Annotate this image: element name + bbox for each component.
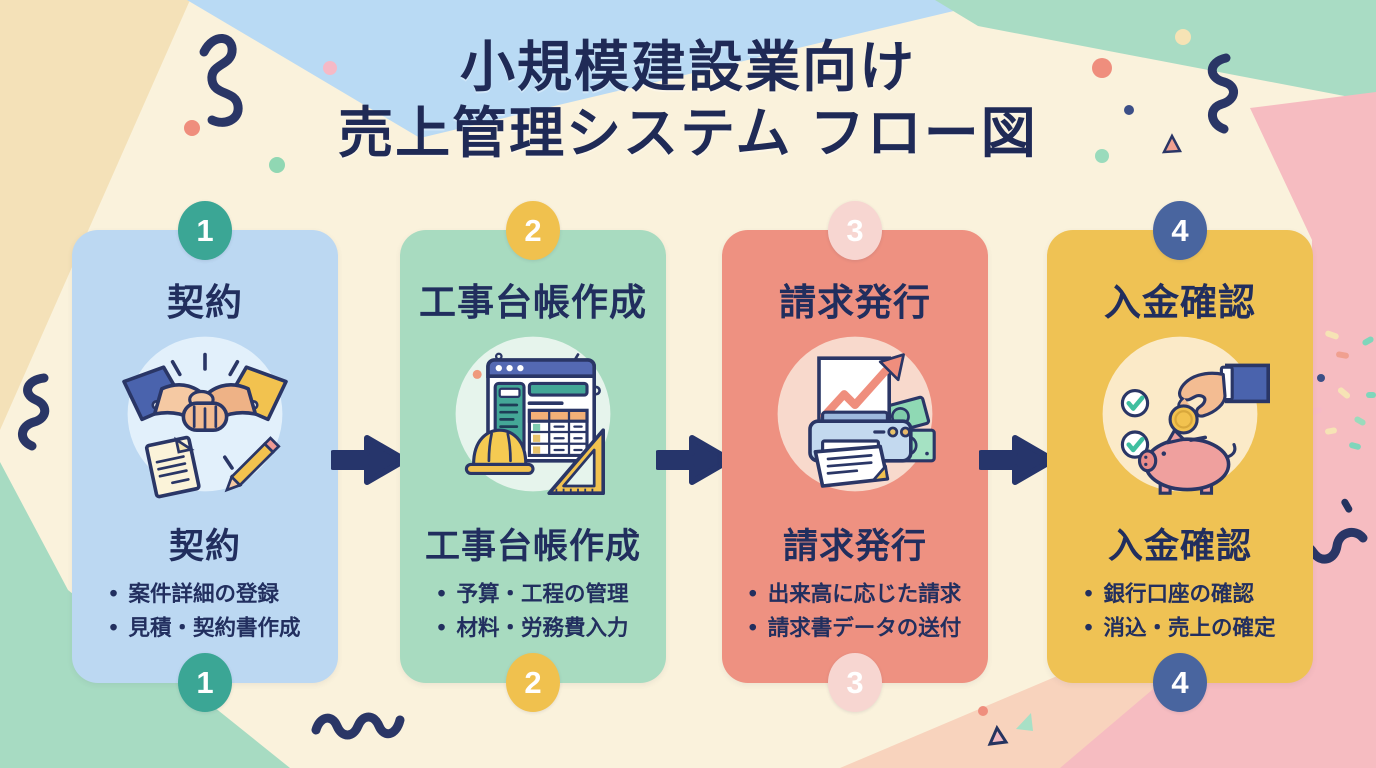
squiggle-top-left [199,34,243,127]
step-bullets: 案件詳細の登録 見積・契約書作成 [109,577,301,645]
confetti-dots [184,29,1325,716]
step-heading: 工事台帳作成 [424,527,641,566]
page-title-line2: 売上管理システム フロー図 [338,102,1038,164]
step-number-badge: 3 [828,201,882,260]
bullet-item: 案件詳細の登録 [109,577,300,611]
step-number-badge: 3 [828,653,882,712]
step-heading: 入金確認 [1107,527,1252,566]
squiggle-top-right [1207,53,1238,134]
bg-mint-top-right [935,0,1376,102]
step-bullets: 出来高に応じた請求 請求書データの送付 [749,577,962,645]
confetti-triangles [987,133,1183,746]
step-title: 契約 [167,282,243,323]
flow-arrow-icon [979,435,1056,485]
step-number: 1 [196,212,214,248]
page-title: 小規模建設業向け 売上管理システム フロー図 [0,34,1376,166]
step-number-badge: 4 [1153,653,1207,712]
step-heading: 契約 [168,527,241,566]
squiggle-left [18,373,50,451]
step-number-badge: 2 [506,201,560,260]
bullet-item: 予算・工程の管理 [437,577,629,611]
step-title: 入金確認 [1104,282,1256,323]
bullet-item: 消込・売上の確定 [1084,611,1276,645]
piggy-bank-icon [1090,324,1270,504]
step-bullets: 予算・工程の管理 材料・労務費入力 [437,577,629,645]
bullet-item: 見積・契約書作成 [109,611,301,645]
step-number-badge: 1 [178,653,232,712]
bullet-item: 銀行口座の確認 [1084,577,1275,611]
step-number: 2 [524,212,542,248]
step-number-badge: 1 [178,201,232,260]
squiggle-bottom [311,712,405,740]
bg-mint-bottom-left [0,462,290,768]
step-card-invoice: 3 請求発行 [722,201,988,712]
flow-arrow-icon [656,435,733,485]
step-number-badge: 2 [506,653,560,712]
step-title: 請求発行 [779,282,931,323]
step-number-badge: 4 [1153,201,1207,260]
step-bullets: 銀行口座の確認 消込・売上の確定 [1084,577,1276,645]
step-card-payment: 4 入金確認 [1047,201,1313,712]
flow-arrow-icon [331,435,408,485]
step-number: 1 [196,664,214,700]
construction-ledger-icon [443,324,623,504]
step-card-contract: 1 契約 [72,201,338,712]
bg-tan-wedge [0,0,190,430]
step-title: 工事台帳作成 [419,282,647,323]
step-number: 4 [1171,212,1189,248]
bullet-item: 請求書データの送付 [749,611,962,645]
bg-blue-triangle [187,0,1000,138]
confetti-sprinkles [1310,330,1376,513]
bullet-item: 出来高に応じた請求 [749,577,962,611]
step-number: 4 [1171,664,1189,700]
step-heading: 請求発行 [782,527,927,566]
handshake-icon [115,324,295,504]
step-number: 3 [846,664,864,700]
bullet-item: 材料・労務費入力 [437,611,629,645]
invoice-printer-icon [765,324,945,504]
page-title-line1: 小規模建設業向け [459,36,916,98]
step-number: 3 [846,212,864,248]
step-number: 2 [524,664,542,700]
step-card-ledger: 2 工事台帳作成 [400,201,666,712]
